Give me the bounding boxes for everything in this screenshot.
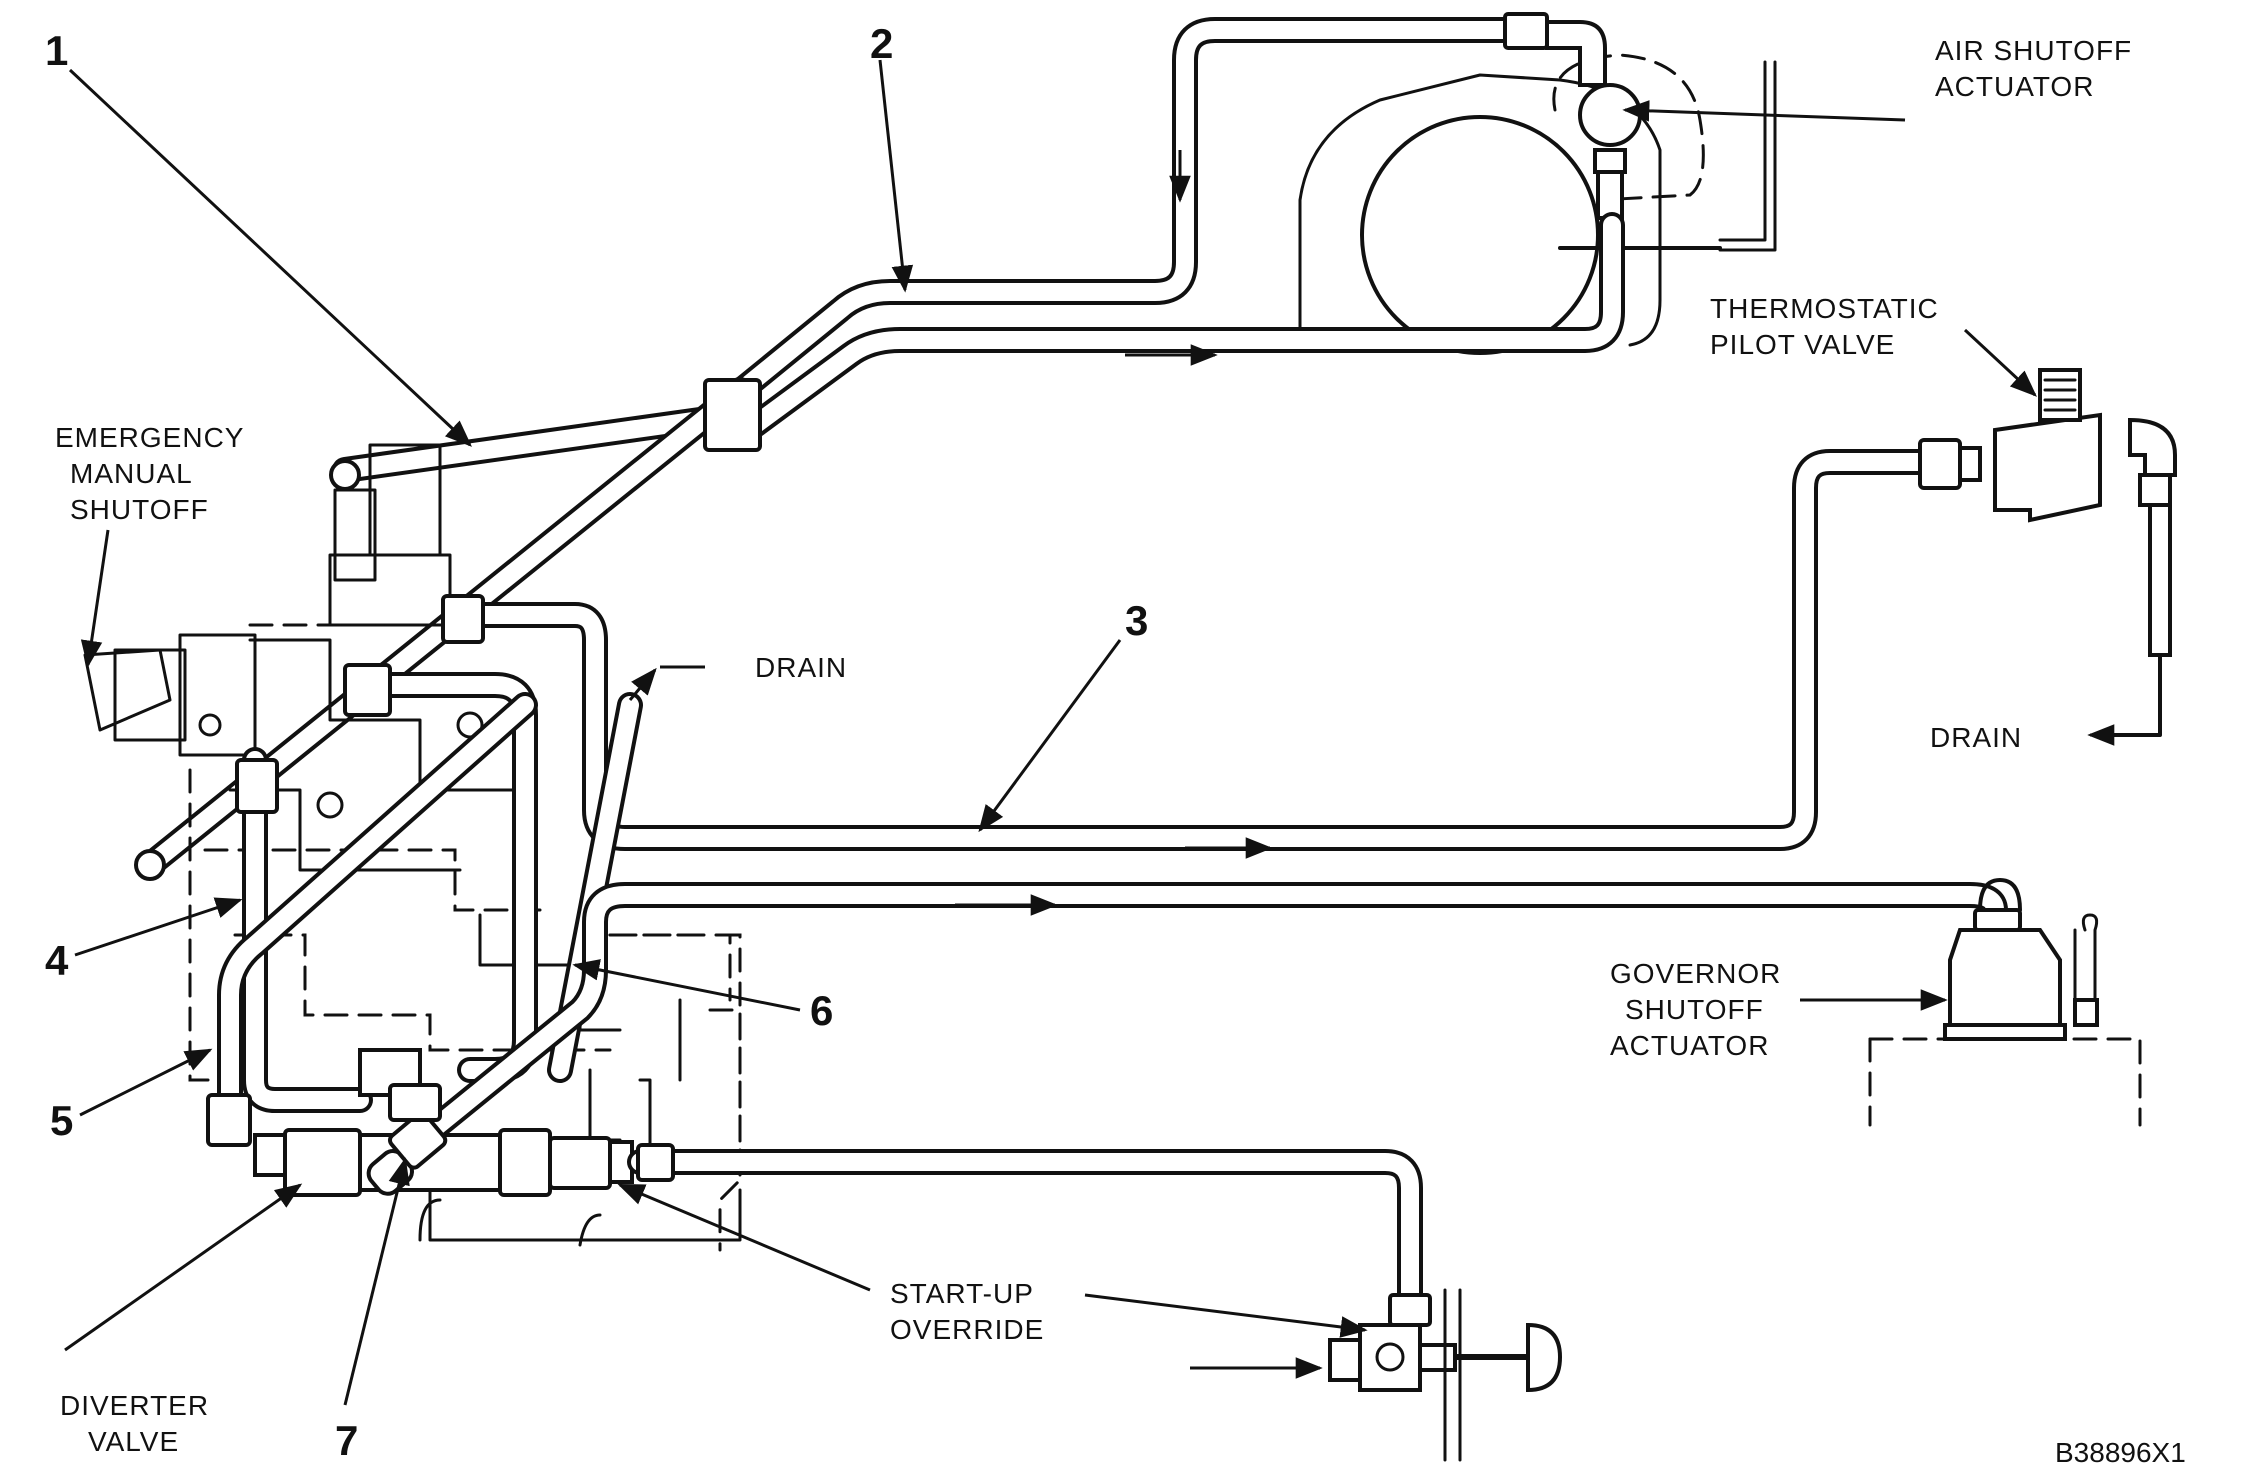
label-thermostatic-pilot-valve: THERMOSTATIC PILOT VALVE bbox=[1710, 293, 1948, 360]
label-drain-right: DRAIN bbox=[1930, 722, 2022, 753]
leader-lines bbox=[64, 59, 2037, 1406]
label-emergency-manual-shutoff: EMERGENCY MANUAL SHUTOFF bbox=[55, 422, 253, 525]
callout-4: 4 bbox=[45, 937, 69, 984]
governor-shutoff-actuator bbox=[1868, 878, 2142, 1127]
label-diverter-valve: DIVERTER VALVE bbox=[60, 1390, 218, 1457]
tube-2 bbox=[692, 12, 1625, 438]
callout-5: 5 bbox=[50, 1097, 73, 1144]
tube-4 bbox=[235, 747, 373, 1113]
tube-6 bbox=[407, 882, 2008, 1153]
start-up-override-line bbox=[627, 1143, 1563, 1462]
callout-2: 2 bbox=[870, 20, 893, 67]
callout-6: 6 bbox=[810, 987, 833, 1034]
label-drain-center: DRAIN bbox=[755, 652, 847, 683]
engine-block bbox=[83, 443, 742, 1252]
callout-3: 3 bbox=[1125, 597, 1148, 644]
label-start-up-override: START-UP OVERRIDE bbox=[890, 1278, 1044, 1345]
label-governor-shutoff-actuator: GOVERNOR SHUTOFF ACTUATOR bbox=[1610, 958, 1790, 1061]
callout-7: 7 bbox=[335, 1417, 358, 1464]
callout-1: 1 bbox=[45, 27, 68, 74]
figure-code: B38896X1 bbox=[2055, 1437, 2186, 1467]
thermostatic-pilot-valve bbox=[1918, 368, 2177, 746]
tube-3 bbox=[441, 449, 1943, 859]
label-air-shutoff-actuator: AIR SHUTOFF ACTUATOR bbox=[1935, 35, 2141, 102]
